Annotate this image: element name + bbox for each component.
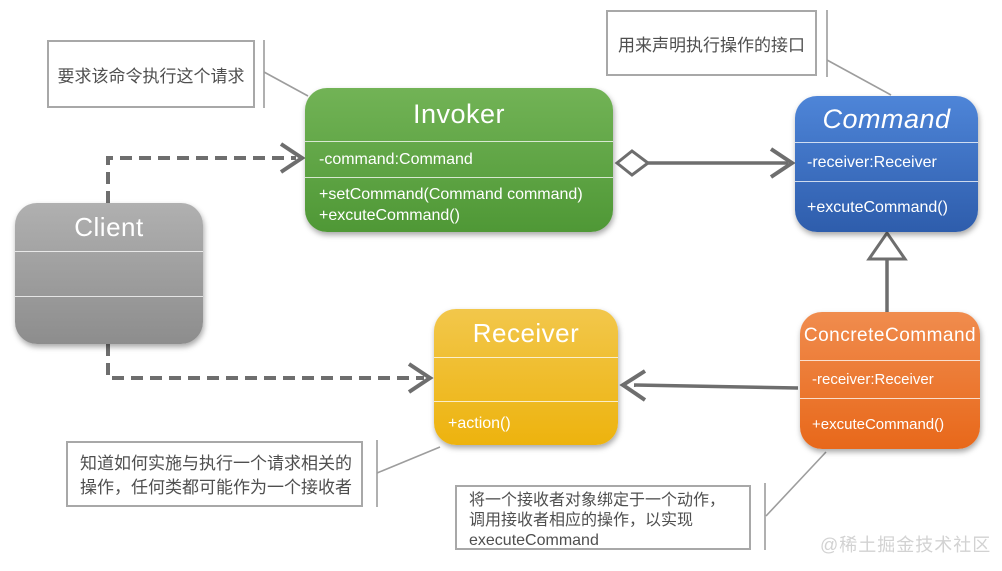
class-client: Client (15, 203, 203, 344)
class-command: Command -receiver:Receiver +excuteComman… (795, 96, 978, 232)
class-invoker: Invoker -command:Command +setCommand(Com… (305, 88, 613, 232)
watermark: @稀土掘金技术社区 (820, 535, 992, 555)
class-concrete-command: ConcreteCommand -receiver:Receiver +excu… (800, 312, 980, 449)
client-receiver-dashed-arrow (106, 344, 434, 394)
open-arrowhead-icon (407, 362, 434, 394)
inheritance-triangle-icon (866, 230, 908, 261)
class-receiver-methods: +action() (434, 401, 618, 445)
note-text: 调用接收者相应的操作，以实现 (469, 512, 694, 529)
note-line (765, 451, 827, 517)
invoker-note-connector (263, 40, 309, 108)
receiver-note-connector (376, 440, 441, 507)
class-client-methods (15, 296, 203, 344)
class-concrete-command-title: ConcreteCommand (803, 325, 977, 346)
class-receiver-attributes (434, 357, 618, 401)
class-receiver-title: Receiver (472, 317, 580, 348)
class-concrete-command-attributes: -receiver:Receiver (800, 360, 980, 398)
class-command-title: Command (822, 103, 951, 134)
concrete-note-connector (764, 451, 827, 550)
note-line (263, 71, 309, 97)
attribute-text: -command:Command (319, 151, 473, 168)
note-command: 用来声明执行操作的接口 (606, 10, 817, 76)
note-invoker: 要求该命令执行这个请求 (47, 40, 255, 108)
note-line (826, 59, 892, 96)
concrete-receiver-association-arrow (619, 369, 799, 402)
class-invoker-methods: +setCommand(Command command) +excuteComm… (305, 177, 613, 232)
note-line (376, 446, 441, 474)
class-command-attributes: -receiver:Receiver (795, 142, 978, 181)
class-client-attributes (15, 251, 203, 296)
dashed-line (106, 156, 296, 203)
note-text: 操作，任何类都可能作为一个接收者 (80, 478, 352, 497)
invoker-command-aggregation-arrow (614, 147, 796, 179)
concrete-command-inheritance-arrow (866, 230, 908, 312)
class-client-title: Client (74, 211, 144, 242)
note-text: 将一个接收者对象绑定于一个动作， (469, 492, 726, 509)
open-arrowhead-icon (619, 369, 647, 402)
note-concrete-command: 将一个接收者对象绑定于一个动作， 调用接收者相应的操作，以实现 executeC… (455, 485, 751, 550)
class-concrete-command-methods: +excuteCommand() (800, 398, 980, 449)
attribute-text: -receiver:Receiver (807, 153, 937, 171)
dashed-line (106, 344, 424, 380)
client-invoker-dashed-arrow (106, 142, 306, 203)
method-text: +excuteCommand() (319, 207, 460, 224)
method-text: +setCommand(Command command) (319, 186, 583, 203)
aggregation-diamond-icon (614, 149, 651, 177)
attribute-text: -receiver:Receiver (812, 371, 934, 388)
class-invoker-attributes: -command:Command (305, 141, 613, 177)
association-line (633, 383, 799, 390)
note-text: 要求该命令执行这个请求 (57, 66, 245, 86)
note-text: executeCommand (469, 532, 599, 549)
note-receiver: 知道如何实施与执行一个请求相关的 操作，任何类都可能作为一个接收者 (66, 441, 363, 507)
open-arrowhead-icon (279, 142, 306, 174)
method-text: +action() (448, 415, 511, 432)
open-arrowhead-icon (769, 147, 796, 179)
method-text: +excuteCommand() (807, 198, 948, 216)
class-invoker-title: Invoker (412, 99, 506, 129)
note-text: 用来声明执行操作的接口 (618, 35, 805, 55)
class-command-methods: +excuteCommand() (795, 181, 978, 232)
method-text: +excuteCommand() (812, 415, 945, 433)
class-receiver: Receiver +action() (434, 309, 618, 445)
note-text: 知道如何实施与执行一个请求相关的 (80, 454, 352, 473)
command-note-connector (826, 10, 892, 96)
